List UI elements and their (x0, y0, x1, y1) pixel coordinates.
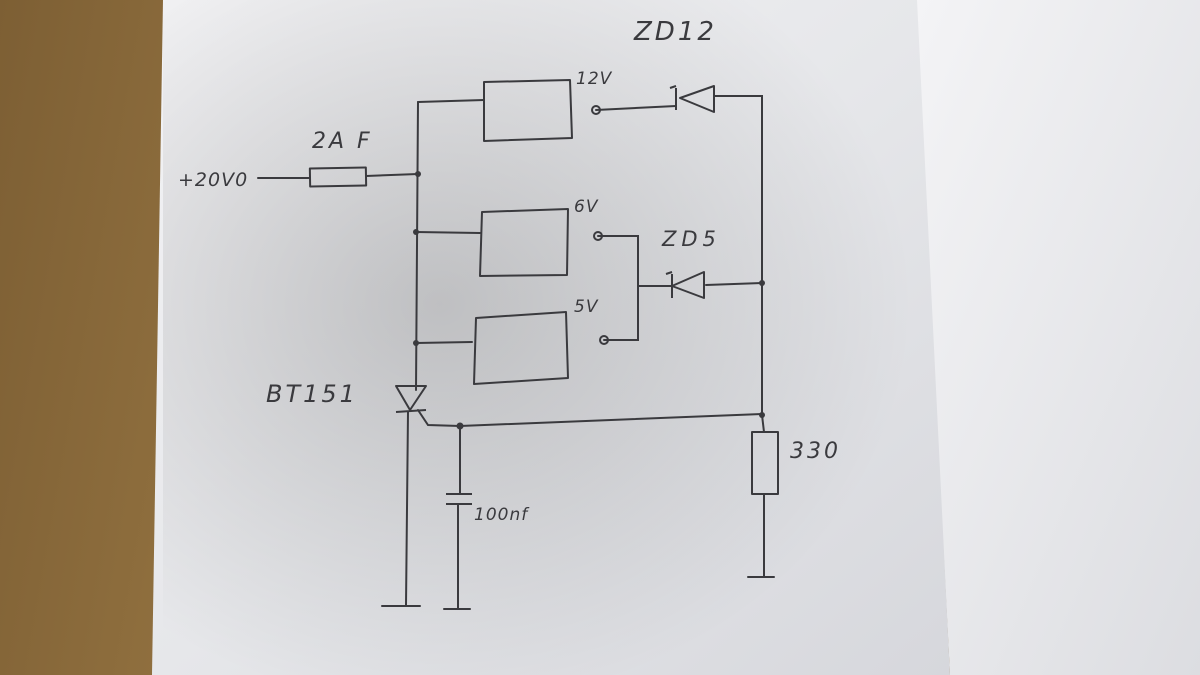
paper-sheet-back (915, 0, 1200, 675)
reg5-input-wire (415, 341, 473, 344)
label-bt151: BT151 (266, 380, 358, 408)
label-zd12: ZD12 (633, 17, 717, 47)
zener-zd5 (665, 271, 705, 299)
junction-dot (413, 229, 419, 235)
components (308, 79, 779, 505)
terminal-12v (591, 105, 601, 115)
label-input: +20V0 (178, 169, 248, 191)
capacitor-100nf (446, 493, 472, 505)
junction-dot (759, 280, 765, 286)
resistor-330 (751, 431, 779, 495)
label-reg5: 5V (574, 297, 599, 317)
fuse-to-bus-wire (365, 173, 419, 177)
fuse-symbol (308, 166, 368, 188)
label-reg12: 12V (576, 69, 613, 89)
label-capacitor: 100nf (474, 505, 530, 525)
label-zd5: ZD5 (661, 227, 721, 251)
shadow-overlay (163, 0, 953, 675)
junction-dot (456, 422, 464, 430)
terminal-5v (599, 335, 609, 345)
thyristor-bt151 (395, 385, 427, 413)
reg6-input-wire (415, 231, 481, 234)
label-fuse: 2A F (312, 129, 373, 154)
junction-dot (413, 340, 419, 346)
terminal-6v (593, 231, 603, 241)
regulator-6v (479, 208, 569, 277)
reg12-output-wire (595, 105, 677, 111)
label-reg6: 6V (574, 197, 599, 217)
reg6-output-wire (597, 235, 639, 341)
gate-wire (417, 409, 763, 428)
zd12-to-right-bus-wire (713, 95, 763, 416)
regulator-5v (473, 311, 569, 385)
junction-dots (413, 171, 765, 430)
junction-dot (759, 412, 765, 418)
label-resistor: 330 (790, 439, 841, 464)
zd5-to-right-bus-wire (705, 282, 763, 286)
thyristor-ground-wire (405, 411, 409, 606)
regulator-12v (483, 79, 573, 142)
reg12-input-wire (417, 99, 485, 103)
junction-dot (415, 171, 421, 177)
labels: ZD12 12V 2A F +20V0 6V ZD5 5V BT151 330 … (178, 17, 841, 525)
zener-zd12 (669, 85, 715, 113)
